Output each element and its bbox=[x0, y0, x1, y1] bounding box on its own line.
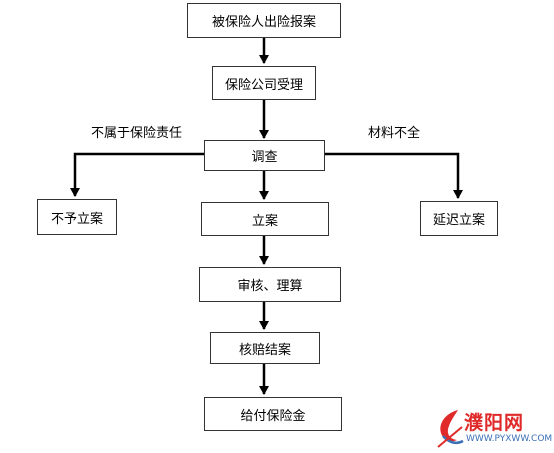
node-file: 立案 bbox=[201, 202, 329, 236]
node-file-label: 立案 bbox=[251, 213, 278, 229]
watermark-site-name: 濮阳网 bbox=[464, 412, 525, 434]
node-investigate: 调查 bbox=[204, 140, 325, 171]
node-report-label: 被保险人出险报案 bbox=[211, 15, 316, 30]
node-reject: 不予立案 bbox=[37, 199, 117, 235]
edge-label-not-covered: 不属于保险责任 bbox=[91, 126, 183, 141]
node-pay: 给付保险金 bbox=[204, 397, 342, 431]
node-settle: 核赔结案 bbox=[210, 332, 320, 364]
edge-label-incomplete: 材料不全 bbox=[368, 126, 421, 141]
watermark-logo-icon bbox=[437, 410, 464, 448]
node-investigate-label: 调查 bbox=[251, 150, 278, 165]
node-review-label: 审核、理算 bbox=[237, 279, 303, 294]
node-delay: 延迟立案 bbox=[420, 201, 498, 236]
node-reject-label: 不予立案 bbox=[50, 211, 103, 227]
node-accept-label: 保险公司受理 bbox=[224, 77, 303, 93]
watermark-site-url: WWW.PYXWW.COM bbox=[466, 434, 553, 444]
node-review: 审核、理算 bbox=[199, 267, 341, 302]
node-pay-label: 给付保险金 bbox=[240, 408, 306, 424]
site-watermark: 濮阳网 WWW.PYXWW.COM bbox=[432, 406, 552, 452]
node-report: 被保险人出险报案 bbox=[187, 3, 341, 38]
node-accept: 保险公司受理 bbox=[212, 66, 316, 100]
arrow-investigate-to-delay bbox=[324, 152, 463, 199]
node-delay-label: 延迟立案 bbox=[432, 213, 485, 228]
arrow-investigate-to-reject bbox=[70, 152, 206, 197]
node-settle-label: 核赔结案 bbox=[238, 342, 291, 358]
